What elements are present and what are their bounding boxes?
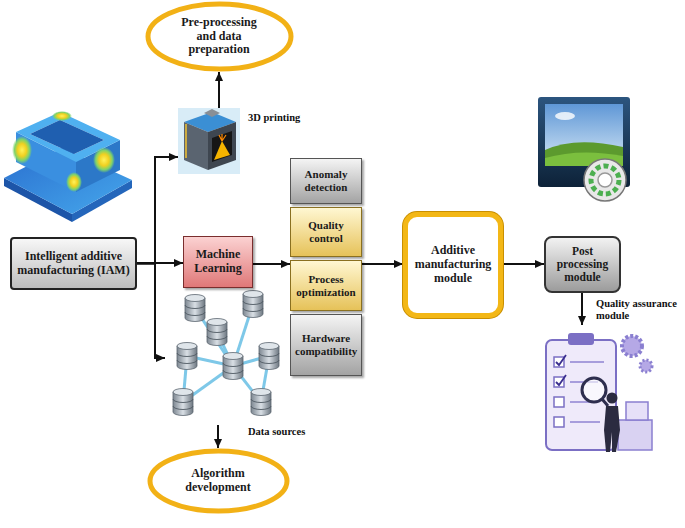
dial-ring [591,166,619,194]
database [207,319,227,346]
database [223,353,243,380]
database [251,389,271,416]
person-body [604,406,620,452]
monitor-screen [545,104,623,166]
node-text: Post processing module [550,245,615,285]
stress-spot [66,172,82,192]
printer-head [204,109,220,117]
node-text: Quality control [295,219,357,244]
part-model [4,111,132,222]
checkmark [556,355,566,385]
process-box: Process optimization [290,260,362,311]
process-ellipse: Algorithm development [147,448,290,514]
process-box: Post processing module [544,236,621,293]
printer-trim [185,124,187,158]
ellipse-shape [150,451,287,511]
database [173,389,193,416]
checkbox [554,417,564,427]
icon-node: Data sources [165,290,280,425]
database [177,343,197,370]
database [243,291,263,318]
database [259,343,279,370]
gear [622,336,642,356]
node-text: Machine Learning [188,248,248,276]
icon-label: Quality assurance module [596,298,680,322]
connector-arrow [137,264,165,359]
node-text: Additive manufacturing module [414,244,492,285]
node-text: Anomaly detection [295,168,357,193]
process-box: Hardware compatibility [290,314,362,376]
connector-arrow [218,72,220,108]
monitor-icon [538,97,630,201]
icon-node: 3D printing [178,108,240,174]
cloud [555,112,575,120]
module-box: Additive manufacturing module [403,212,503,318]
node-text: Process optimization [295,273,357,298]
process-box: Machine Learning [183,236,253,288]
printed-part [214,141,230,160]
line [570,361,604,363]
connector-arrow [503,263,544,265]
person-head [607,393,618,404]
process-box: Quality control [290,207,362,257]
icon-label: Data sources [248,426,305,438]
stress-spot [93,147,115,173]
printer-body [184,122,208,170]
connector-arrow [217,425,219,448]
database [185,295,205,322]
clip [568,333,594,345]
dial-center [598,173,612,187]
box [626,402,648,420]
printer-icon [178,108,240,174]
node-text: Pre-processing and data preparation [171,16,267,57]
gear [640,360,652,372]
dial [584,159,626,201]
checkboxes [554,357,564,427]
spark [219,134,226,141]
ellipse-shape [148,4,291,69]
icon-ground [178,108,240,174]
connector-arrow [362,263,403,265]
database-icon [173,291,279,416]
connector-arrow [253,263,290,265]
stress-spot [12,136,32,164]
magnifier [582,378,606,402]
process-ellipse: Pre-processing and data preparation [145,1,294,72]
printer-cavity [212,131,232,162]
process-box: Anomaly detection [290,158,362,204]
icon-node: Quality assurance module [526,325,656,460]
box [618,420,652,450]
icon-label: 3D printing [248,112,300,124]
printer-body [208,122,236,170]
process-box: Intelligent additive manufacturing (IAM) [10,237,137,290]
connector-arrow [137,157,178,264]
checkbox [554,397,564,407]
stress-spot [52,111,72,121]
ring-hole [30,120,104,154]
node-text: Intelligent additive manufacturing (IAM) [16,250,131,278]
node-text: Hardware compatibility [295,332,357,357]
line [570,421,600,423]
node-text: Algorithm development [172,467,264,495]
checklist-icon [546,333,652,452]
connector-arrow [581,293,583,325]
